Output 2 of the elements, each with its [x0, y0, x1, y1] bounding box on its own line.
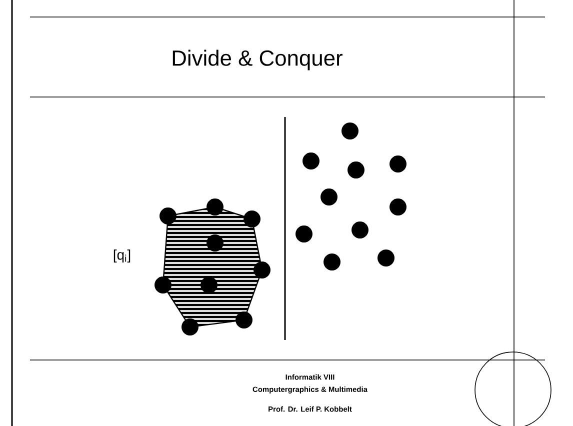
slide-title: Divide & Conquer [172, 50, 342, 70]
hull-label: [q$_{i}$] [114, 250, 130, 262]
